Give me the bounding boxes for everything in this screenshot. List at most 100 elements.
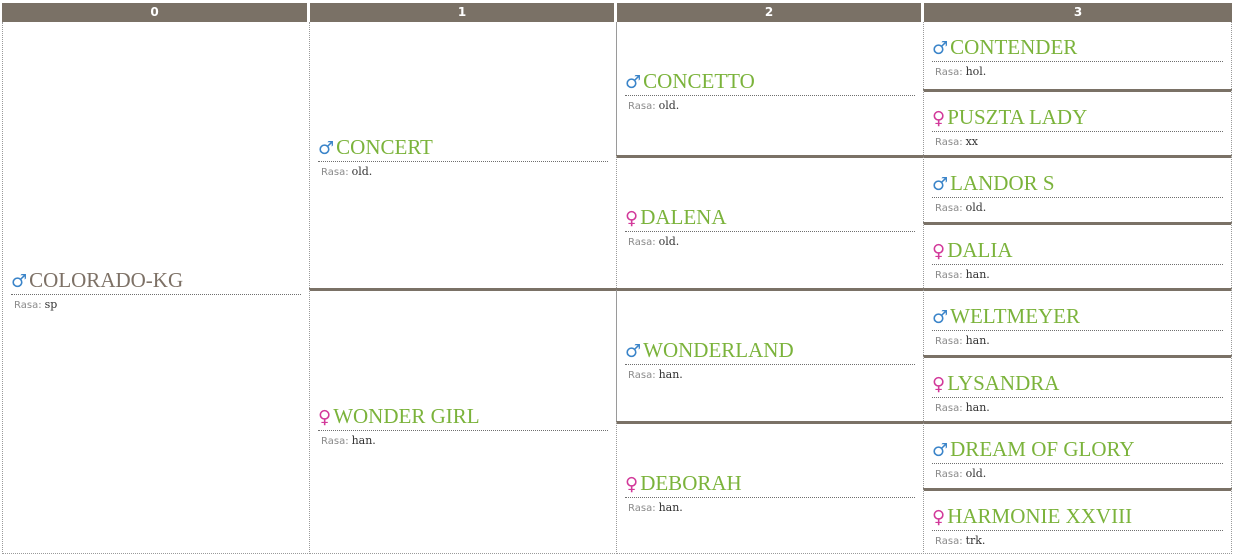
grandparent-cell: ♀DEBORAH Rasa:han. (616, 421, 924, 554)
horse-entry: ♂LANDOR S Rasa:old. (932, 171, 1223, 216)
horse-name[interactable]: WELTMEYER (950, 304, 1081, 329)
horse-name-row[interactable]: ♀WONDER GIRL (318, 404, 608, 431)
parent-cell: ♀WONDER GIRL Rasa:han. (309, 288, 617, 554)
breed-label: Rasa: (935, 136, 963, 148)
horse-name-row[interactable]: ♀DEBORAH (625, 471, 915, 498)
horse-name[interactable]: WONDER GIRL (333, 404, 480, 428)
horse-name-row[interactable]: ♂DREAM OF GLORY (932, 437, 1223, 465)
horse-name-row[interactable]: ♀DALENA (625, 205, 915, 232)
breed-label: Rasa: (935, 469, 963, 481)
breed-line: Rasa:old. (625, 235, 915, 250)
horse-entry: ♀DALIA Rasa:han. (932, 238, 1223, 283)
breed-value: old. (351, 165, 373, 178)
horse-entry: ♂WELTMEYER Rasa:han. (932, 304, 1223, 349)
horse-entry: ♂CONTENDER Rasa:hol. (932, 35, 1223, 80)
horse-name[interactable]: LYSANDRA (947, 370, 1060, 395)
horse-name[interactable]: DALENA (640, 204, 727, 229)
horse-name-row[interactable]: ♂CONCETTO (625, 69, 915, 96)
breed-label: Rasa: (321, 167, 349, 178)
horse-name-row[interactable]: ♂CONTENDER (932, 35, 1223, 63)
breed-line: Rasa:old. (932, 467, 1223, 482)
horse-entry: ♂WONDERLAND Rasa:han. (625, 338, 915, 383)
male-symbol-icon: ♂ (318, 138, 335, 159)
column-header-3: 3 (924, 3, 1232, 22)
breed-line: Rasa:han. (932, 334, 1223, 349)
horse-entry: ♂DREAM OF GLORY Rasa:old. (932, 437, 1223, 482)
horse-name[interactable]: WONDERLAND (643, 337, 794, 362)
female-symbol-icon: ♀ (318, 407, 332, 428)
great-grandparent-cell: ♂CONTENDER Rasa:hol. (923, 22, 1232, 89)
horse-name[interactable]: CONCETTO (643, 68, 755, 93)
breed-label: Rasa: (628, 236, 656, 248)
breed-label: Rasa: (628, 100, 656, 112)
breed-value: xx (965, 134, 978, 148)
breed-line: Rasa:sp (11, 298, 301, 313)
breed-line: Rasa:han. (625, 368, 915, 383)
breed-value: old. (658, 234, 680, 248)
horse-name-row[interactable]: ♂LANDOR S (932, 171, 1223, 199)
breed-value: old. (965, 467, 987, 481)
breed-label: Rasa: (628, 502, 656, 514)
grandparent-cell: ♂WONDERLAND Rasa:han. (616, 288, 924, 421)
horse-name-row[interactable]: ♂WELTMEYER (932, 304, 1223, 332)
great-grandparent-cell: ♂DREAM OF GLORY Rasa:old. (923, 421, 1232, 488)
great-grandparent-cell: ♂WELTMEYER Rasa:han. (923, 288, 1232, 355)
parent-cell: ♂CONCERT Rasa:old. (309, 22, 617, 288)
horse-name-row[interactable]: ♀LYSANDRA (932, 371, 1223, 398)
breed-line: Rasa:old. (625, 99, 915, 114)
horse-name-row[interactable]: ♂COLORADO-KG (11, 268, 301, 295)
horse-name-row[interactable]: ♀PUSZTA LADY (932, 105, 1223, 132)
breed-line: Rasa:han. (318, 434, 608, 449)
female-symbol-icon: ♀ (932, 506, 946, 528)
breed-label: Rasa: (14, 300, 42, 311)
horse-name[interactable]: CONTENDER (950, 35, 1078, 60)
grandparent-cell: ♂CONCETTO Rasa:old. (616, 22, 924, 155)
horse-name[interactable]: DREAM OF GLORY (950, 437, 1135, 462)
column-header-0: 0 (2, 3, 307, 22)
horse-entry: ♀DEBORAH Rasa:han. (625, 471, 915, 516)
breed-label: Rasa: (935, 269, 963, 281)
horse-entry: ♀WONDER GIRL Rasa:han. (318, 404, 608, 449)
great-grandparent-cell: ♀PUSZTA LADY Rasa:xx (923, 88, 1232, 155)
great-grandparent-cell: ♀DALIA Rasa:han. (923, 221, 1232, 288)
male-symbol-icon: ♂ (625, 71, 642, 93)
breed-line: Rasa:han. (932, 401, 1223, 416)
breed-value: old. (965, 201, 987, 215)
breed-value: han. (658, 367, 683, 381)
great-grandparent-cell: ♀LYSANDRA Rasa:han. (923, 354, 1232, 421)
breed-label: Rasa: (321, 436, 349, 447)
horse-name-row[interactable]: ♀DALIA (932, 238, 1223, 265)
horse-entry: ♀LYSANDRA Rasa:han. (932, 371, 1223, 416)
horse-name[interactable]: DALIA (947, 237, 1013, 262)
breed-line: Rasa:old. (318, 165, 608, 180)
horse-name[interactable]: HARMONIE XXVIII (947, 503, 1133, 528)
horse-entry: ♂CONCETTO Rasa:old. (625, 69, 915, 114)
breed-value: old. (658, 98, 680, 112)
breed-value: han. (965, 267, 990, 281)
horse-name[interactable]: COLORADO-KG (29, 268, 184, 292)
horse-name[interactable]: PUSZTA LADY (947, 104, 1088, 129)
breed-value: han. (965, 334, 990, 348)
breed-line: Rasa:hol. (932, 65, 1223, 80)
horse-name-row[interactable]: ♀HARMONIE XXVIII (932, 504, 1223, 531)
horse-name[interactable]: DEBORAH (640, 470, 742, 495)
horse-name-row[interactable]: ♂CONCERT (318, 135, 608, 162)
horse-name[interactable]: LANDOR S (950, 171, 1055, 196)
breed-line: Rasa:trk. (932, 534, 1223, 549)
breed-line: Rasa:han. (625, 501, 915, 516)
breed-label: Rasa: (935, 402, 963, 414)
male-symbol-icon: ♂ (932, 174, 949, 196)
female-symbol-icon: ♀ (932, 373, 946, 395)
horse-name-row[interactable]: ♂WONDERLAND (625, 338, 915, 365)
horse-name[interactable]: CONCERT (336, 135, 433, 159)
breed-label: Rasa: (935, 203, 963, 215)
male-symbol-icon: ♂ (932, 38, 949, 60)
breed-line: Rasa:xx (932, 135, 1223, 150)
horse-entry: ♂COLORADO-KG Rasa:sp (11, 268, 301, 313)
male-symbol-icon: ♂ (932, 440, 949, 462)
great-grandparent-cell: ♂LANDOR S Rasa:old. (923, 155, 1232, 222)
breed-label: Rasa: (628, 369, 656, 381)
breed-line: Rasa:han. (932, 268, 1223, 283)
horse-entry: ♀PUSZTA LADY Rasa:xx (932, 105, 1223, 150)
